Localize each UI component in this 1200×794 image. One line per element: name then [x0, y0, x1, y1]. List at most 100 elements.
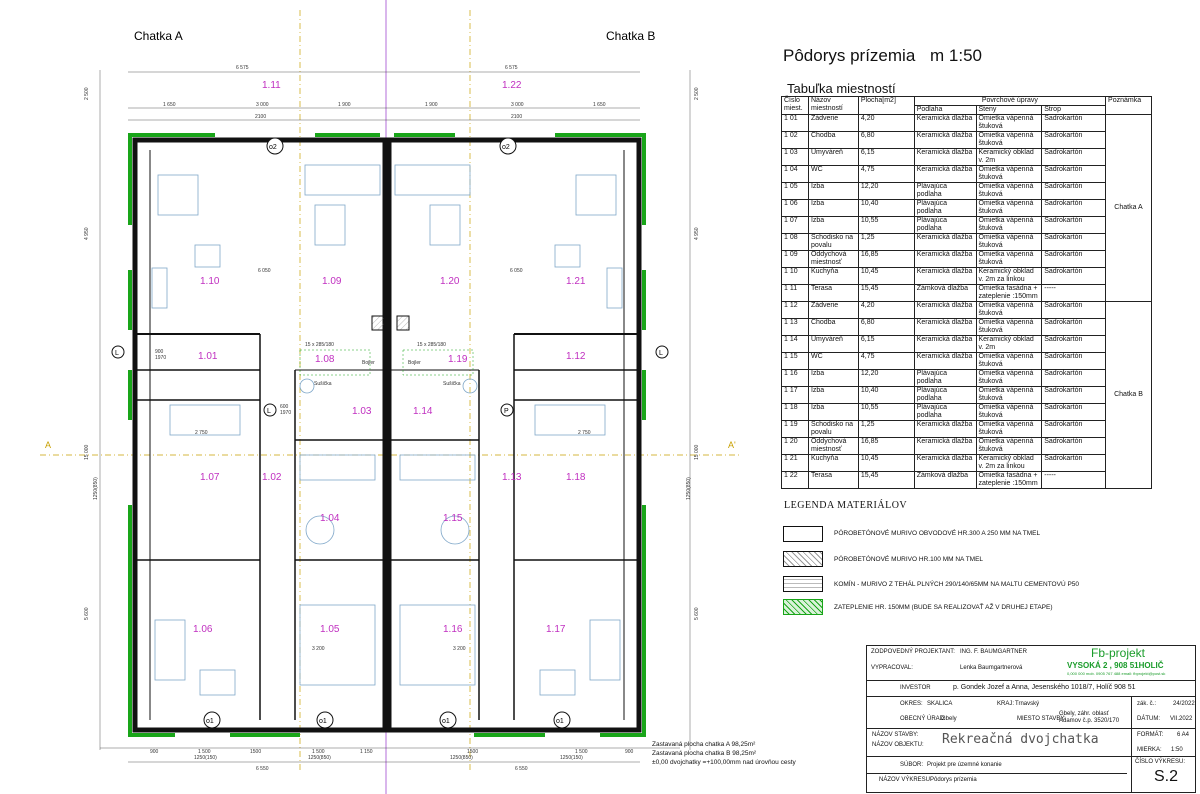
table-cell: 12,20 [857, 369, 915, 387]
table-cell: Omietka vápenná štuková [975, 369, 1043, 387]
area-note-a: Zastavaná plocha chatka A 98,25m² [652, 741, 756, 748]
table-cell: Omietka vápenná štuková [975, 199, 1043, 217]
table-cell: 1 15 [781, 352, 809, 370]
chimney-b [396, 315, 410, 331]
table-cell: Keramická dlažba [913, 301, 977, 319]
tb-district-label: OKRES: [900, 701, 923, 707]
table-cell: Sadrokartón [1041, 454, 1107, 472]
table-cell: Sadrokartón [1041, 420, 1107, 438]
table-cell: Omietka vápenná štuková [975, 420, 1043, 438]
dim-top-b2: 3 000 [511, 102, 524, 108]
col-header-note: Poznámka [1105, 96, 1152, 115]
section-a2-marker: A' [728, 440, 736, 450]
legend-swatch-interior-wall [783, 551, 823, 567]
table-cell: 1 16 [781, 369, 809, 387]
tb-resp-value: ING. F. BAUMGARTNER [960, 649, 1027, 655]
table-cell: 1 14 [781, 335, 809, 353]
table-header-row: Číslo miest. Názov miestností Plocha[m2]… [781, 96, 1152, 115]
table-cell: WC [807, 165, 859, 183]
table-cell: Keramický obklad v. 2m [975, 335, 1043, 353]
room-label: 1.16 [443, 624, 463, 635]
table-cell: Izba [807, 403, 859, 421]
boiler-b: Bojler [408, 360, 421, 366]
tb-office-label: OBECNÝ ÚRAD: [900, 716, 946, 722]
room-label: 1.01 [198, 351, 218, 362]
table-cell: WC [807, 352, 859, 370]
table-cell: Kuchyňa [807, 454, 859, 472]
floor-plan: Chatka A Chatka B 6 575 6 575 1 650 3 00… [40, 0, 740, 794]
table-cell: 1 07 [781, 216, 809, 234]
top-dimension-lines [99, 70, 691, 763]
tb-format-label: FORMÁT: [1137, 732, 1164, 738]
table-cell: Omietka vápenná štuková [975, 131, 1043, 149]
table-cell: Izba [807, 386, 859, 404]
table-cell: Zámková dlažba [913, 471, 977, 489]
table-cell: Keramická dlažba [913, 233, 977, 251]
table-cell: Oddychová miestnosť [807, 437, 859, 455]
table-cell: Sadrokartón [1041, 267, 1107, 285]
dim-top-a2: 3 000 [256, 102, 269, 108]
table-cell: Sadrokartón [1041, 386, 1107, 404]
table-cell: Plávajúca podlaha [913, 403, 977, 421]
table-cell: Terasa [807, 284, 859, 302]
table-cell: Omietka vápenná štuková [975, 233, 1043, 251]
dim-bot-total-b: 6 550 [515, 766, 528, 772]
furniture [151, 164, 623, 696]
room-table-container: Číslo miest. Názov miestností Plocha[m2]… [781, 96, 1152, 489]
markers: o2 o2 o1 o1 o1 o1 A A' L L L P [45, 137, 736, 729]
table-cell: 10,45 [857, 267, 915, 285]
table-cell: 1 18 [781, 403, 809, 421]
room-label: 1.21 [566, 276, 586, 287]
walls [132, 137, 642, 733]
tb-date-value: VII.2022 [1170, 716, 1193, 722]
table-cell: Keramická dlažba [913, 437, 977, 455]
table-cell: Plávajúca podlaha [913, 216, 977, 234]
table-cell: Sadrokartón [1041, 352, 1107, 370]
cabin-a-title: Chatka A [134, 29, 183, 43]
room-labels: 1.11 1.22 1.10 1.09 1.20 1.21 1.01 1.08 … [193, 80, 586, 635]
l-marker-b: L [659, 350, 663, 357]
tb-site-label: MIESTO STAVBY: [1017, 716, 1066, 722]
room-label: 1.06 [193, 624, 213, 635]
heading-scale: m 1:50 [930, 46, 982, 65]
dim-right-1250: 1250(850) [686, 477, 692, 500]
table-cell: Omietka vápenná štuková [975, 437, 1043, 455]
tb-region-value: Trnavský [1015, 701, 1040, 707]
dim-2100-a: 2100 [255, 114, 266, 120]
table-cell: Plávajúca podlaha [913, 199, 977, 217]
o1-marker: o1 [206, 718, 214, 725]
table-cell: Omietka vápenná štuková [975, 403, 1043, 421]
table-cell: Plávajúca podlaha [913, 182, 977, 200]
table-cell: Sadrokartón [1041, 250, 1107, 268]
table-cell: 6,80 [857, 131, 915, 149]
room-label: 1.22 [502, 80, 522, 91]
dim-bot: 1 500 [312, 749, 325, 755]
table-note-cell: Chatka A [1105, 114, 1152, 302]
dim-bot: 1250(850) [450, 755, 473, 761]
width-3200-b: 3 200 [453, 646, 466, 652]
tb-drawing-no-label: ČÍSLO VÝKRESU: [1135, 759, 1186, 765]
table-cell: Umyváreň [807, 148, 859, 166]
dim-bot: 1 500 [575, 749, 588, 755]
tb-format-value: 6 A4 [1177, 732, 1190, 738]
room-label: 1.20 [440, 276, 460, 287]
table-cell: Sadrokartón [1041, 114, 1107, 132]
room-label: 1.02 [262, 472, 282, 483]
table-cell: Omietka vápenná štuková [975, 386, 1043, 404]
table-cell: Zádverie [807, 301, 859, 319]
table-cell: 1 09 [781, 250, 809, 268]
table-cell: 1 05 [781, 182, 809, 200]
door-600: 600 [280, 404, 289, 410]
table-cell: 12,20 [857, 182, 915, 200]
title-block: ZODPOVEDNÝ PROJEKTANT: ING. F. BAUMGARTN… [866, 645, 1196, 793]
zero-level-note: ±0,00 dvojchatky =+100,00mm nad úrovňou … [652, 759, 796, 766]
table-cell: Izba [807, 369, 859, 387]
tb-date-label: DÁTUM: [1137, 716, 1160, 722]
room-label: 1.04 [320, 513, 340, 524]
heading-text: Pôdorys prízemia [783, 46, 916, 65]
